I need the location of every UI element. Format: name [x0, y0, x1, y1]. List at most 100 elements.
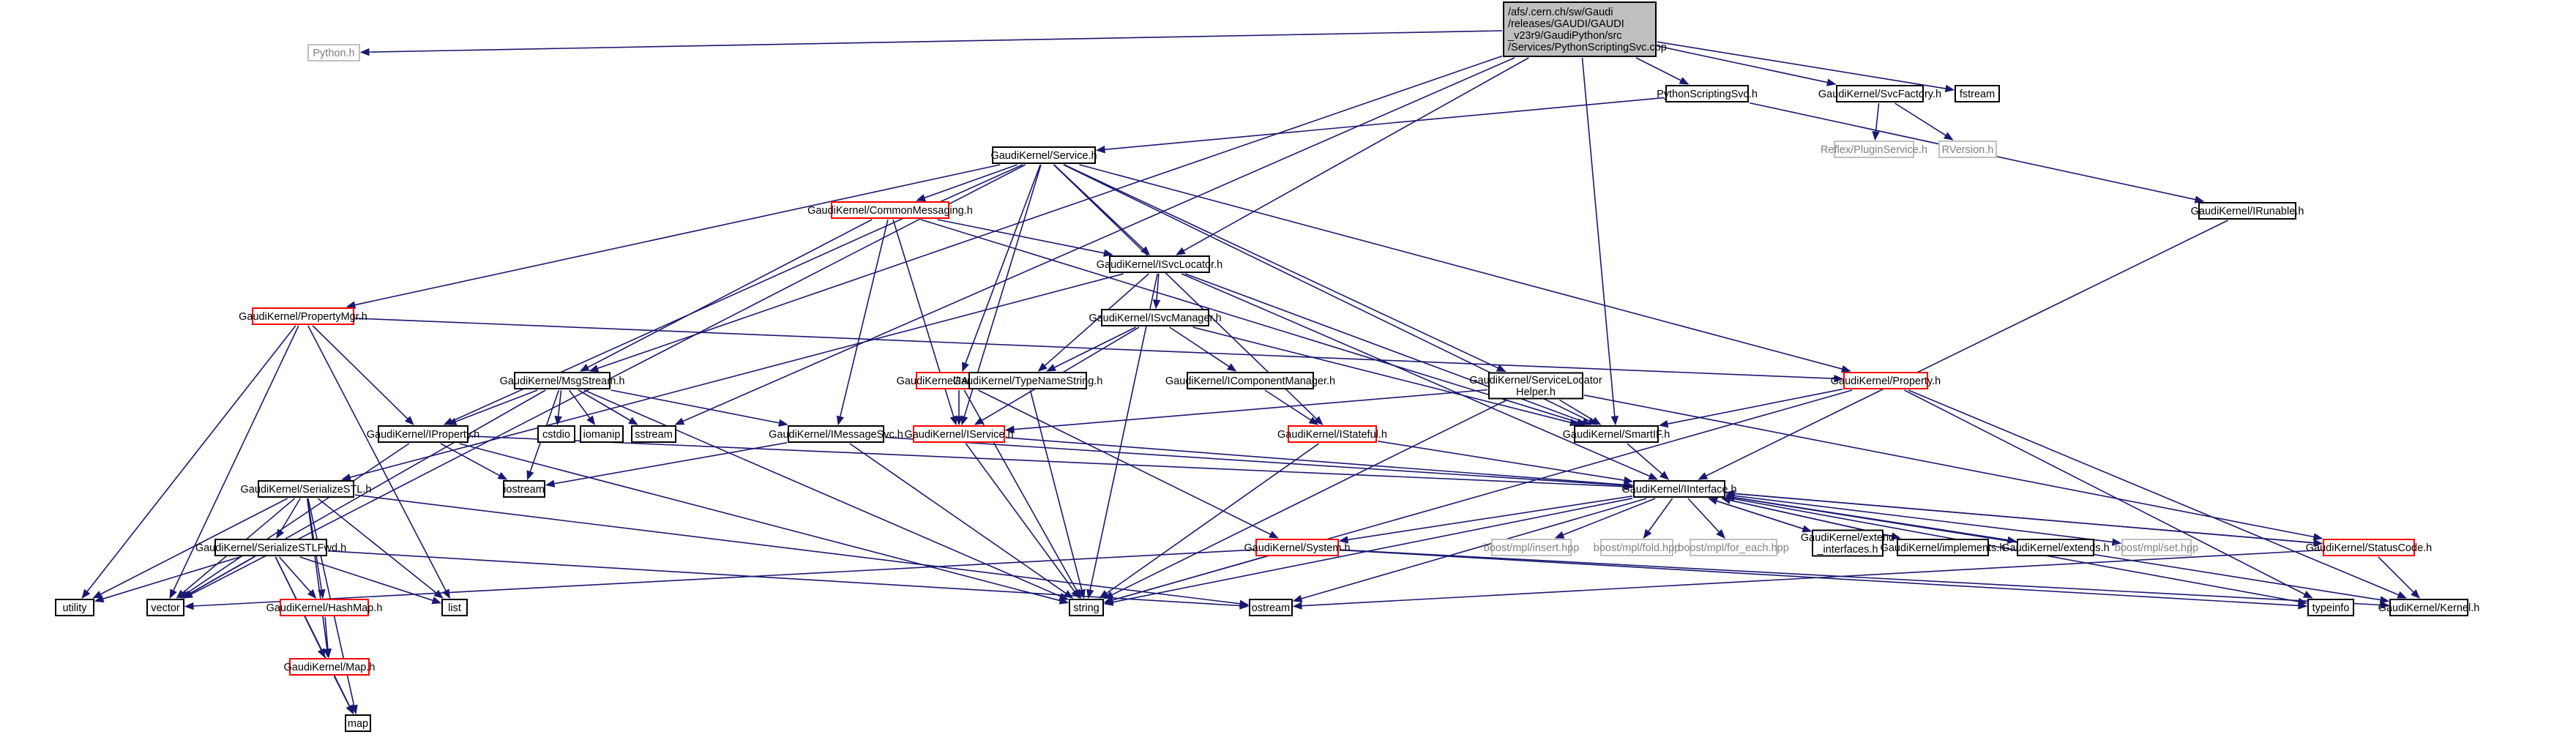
- edge-line: [1657, 41, 1946, 89]
- node-kernel_h[interactable]: GaudiKernel/Kernel.h: [2378, 599, 2480, 616]
- node-typenamestring[interactable]: GaudiKernel/TypeNameString.h: [953, 372, 1103, 389]
- edge-commonmsg-to-isvclocator: [937, 219, 1113, 257]
- edge-arrowhead: [1554, 531, 1565, 539]
- node-svcfactory[interactable]: GaudiKernel/SvcFactory.h: [1818, 85, 1941, 102]
- node-fstream[interactable]: fstream: [1955, 85, 2000, 102]
- edge-line: [193, 549, 1255, 607]
- edge-arrowhead: [1269, 531, 1279, 539]
- node-map_h[interactable]: GaudiKernel/Map.h: [284, 658, 376, 676]
- edge-line: [1301, 498, 1647, 599]
- node-serializefwd[interactable]: GaudiKernel/SerializeSTLFwd.h: [195, 539, 346, 556]
- edge-arrowhead: [1569, 419, 1580, 427]
- edge-arrowhead: [184, 602, 194, 610]
- node-box: [2121, 539, 2192, 556]
- node-serializestl[interactable]: GaudiKernel/SerializeSTL.h: [241, 480, 372, 498]
- node-label: Python.h: [313, 48, 354, 59]
- edge-isvclocator-to-smartif: [1184, 273, 1592, 425]
- node-irunable[interactable]: GaudiKernel/IRunable.h: [2191, 202, 2304, 220]
- node-istateful[interactable]: GaudiKernel/IStateful.h: [1277, 425, 1387, 443]
- node-list[interactable]: list: [441, 599, 468, 616]
- node-iomanip[interactable]: iomanip: [580, 425, 624, 443]
- edge-line: [307, 325, 447, 591]
- edge-arrowhead: [545, 479, 556, 487]
- node-property_h[interactable]: GaudiKernel/Property.h: [1831, 372, 1941, 389]
- edge-line: [1559, 399, 1594, 421]
- node-extend_if[interactable]: GaudiKernel/extend_interfaces.h: [1801, 529, 1894, 557]
- node-box: [2307, 599, 2354, 616]
- edge-line: [349, 273, 1124, 478]
- node-implements[interactable]: GaudiKernel/implements.h: [1881, 539, 2006, 556]
- node-root[interactable]: /afs/.cern.ch/sw/Gaudi/releases/GAUDI/GA…: [1503, 1, 1667, 57]
- edge-line: [1667, 388, 1843, 425]
- node-isvcmanager[interactable]: GaudiKernel/ISvcManager.h: [1089, 309, 1222, 326]
- node-propertymgr[interactable]: GaudiKernel/PropertyMgr.h: [239, 307, 367, 325]
- node-extends[interactable]: GaudiKernel/extends.h: [2001, 539, 2110, 556]
- node-box: [537, 425, 575, 443]
- edge-line: [1635, 57, 1681, 81]
- edge-irunable-to-iinterface: [1698, 220, 2228, 480]
- node-smartif[interactable]: GaudiKernel/SmartIF.h: [1563, 425, 1670, 443]
- edge-line: [324, 616, 329, 650]
- edge-service_h-to-propertymgr: [346, 164, 1001, 309]
- edge-serializefwd-to-utility: [94, 556, 240, 603]
- node-utility[interactable]: utility: [55, 599, 94, 616]
- node-imessagesvc[interactable]: GaudiKernel/IMessageSvc.h: [769, 425, 903, 443]
- edge-line: [578, 389, 631, 422]
- edge-line: [553, 442, 788, 485]
- edge-line: [1725, 496, 2299, 602]
- node-statuscode[interactable]: GaudiKernel/StatusCode.h: [2306, 539, 2433, 556]
- edge-line: [1183, 57, 1529, 252]
- edge-arrowhead: [1581, 418, 1592, 425]
- node-ostream[interactable]: ostream: [1249, 599, 1293, 616]
- edge-line: [317, 498, 437, 594]
- node-service_h[interactable]: GaudiKernel/Service.h: [990, 146, 1097, 164]
- edge-arrowhead: [92, 591, 102, 599]
- edge-iservice-to-iinterface: [1005, 437, 1634, 489]
- node-system_h[interactable]: GaudiKernel/System.h: [1244, 539, 1351, 556]
- edge-arrowhead: [1623, 476, 1634, 485]
- edge-arrowhead: [1725, 490, 1735, 498]
- edge-arrowhead: [1841, 365, 1851, 373]
- edge-line: [1725, 494, 2113, 543]
- edge-arrowhead: [1338, 536, 1349, 544]
- node-box: [968, 372, 1087, 389]
- edge-msgstream-to-imessagesvc: [611, 389, 788, 427]
- edge-arrowhead: [176, 589, 186, 599]
- node-hashmap[interactable]: GaudiKernel/HashMap.h: [266, 599, 383, 616]
- node-box: [1187, 372, 1314, 389]
- edge-arrowhead: [1046, 364, 1056, 372]
- edge-line: [368, 30, 1503, 53]
- edge-line: [937, 219, 1105, 254]
- node-sstream[interactable]: sstream: [631, 425, 676, 443]
- node-map[interactable]: map: [345, 714, 371, 732]
- node-commonmsg[interactable]: GaudiKernel/CommonMessaging.h: [807, 201, 973, 219]
- edge-arrowhead: [1103, 249, 1113, 257]
- node-label: Reflex/PluginService.h: [1821, 144, 1927, 156]
- edge-line: [1013, 389, 1488, 430]
- edge-arrowhead: [949, 415, 957, 426]
- node-typeinfo[interactable]: typeinfo: [2307, 599, 2354, 616]
- edge-arrowhead: [2194, 195, 2205, 203]
- node-iostream[interactable]: iostream: [503, 480, 545, 498]
- node-icompmgr[interactable]: GaudiKernel/IComponentManager.h: [1165, 372, 1335, 389]
- node-iinterface[interactable]: GaudiKernel/IInterface.h: [1621, 480, 1737, 498]
- node-label: ostream: [1252, 602, 1290, 614]
- node-vector[interactable]: vector: [146, 599, 184, 616]
- node-iproperty[interactable]: GaudiKernel/IProperty.h: [367, 425, 479, 443]
- node-label: GaudiKernel/Kernel.h: [2378, 602, 2480, 614]
- edge-line: [1029, 389, 1083, 591]
- edge-arrowhead: [674, 417, 685, 425]
- node-label: GaudiKernel/HashMap.h: [266, 602, 383, 614]
- edge-arrowhead: [1648, 472, 1659, 480]
- edge-arrowhead: [317, 648, 326, 659]
- edge-commonmsg-to-msgstream: [579, 219, 873, 372]
- node-isvclocator[interactable]: GaudiKernel/ISvcLocator.h: [1097, 255, 1223, 273]
- node-cstdio[interactable]: cstdio: [537, 425, 575, 443]
- node-string[interactable]: string: [1069, 599, 1104, 616]
- node-pss_h[interactable]: PythonScriptingSvc.h: [1657, 85, 1758, 102]
- node-iservice[interactable]: GaudiKernel/IService.h: [904, 425, 1014, 443]
- edge-iauditorsvc-to-iservice: [955, 390, 963, 426]
- node-box: [441, 599, 468, 616]
- node-msgstream[interactable]: GaudiKernel/MsgStream.h: [500, 372, 625, 389]
